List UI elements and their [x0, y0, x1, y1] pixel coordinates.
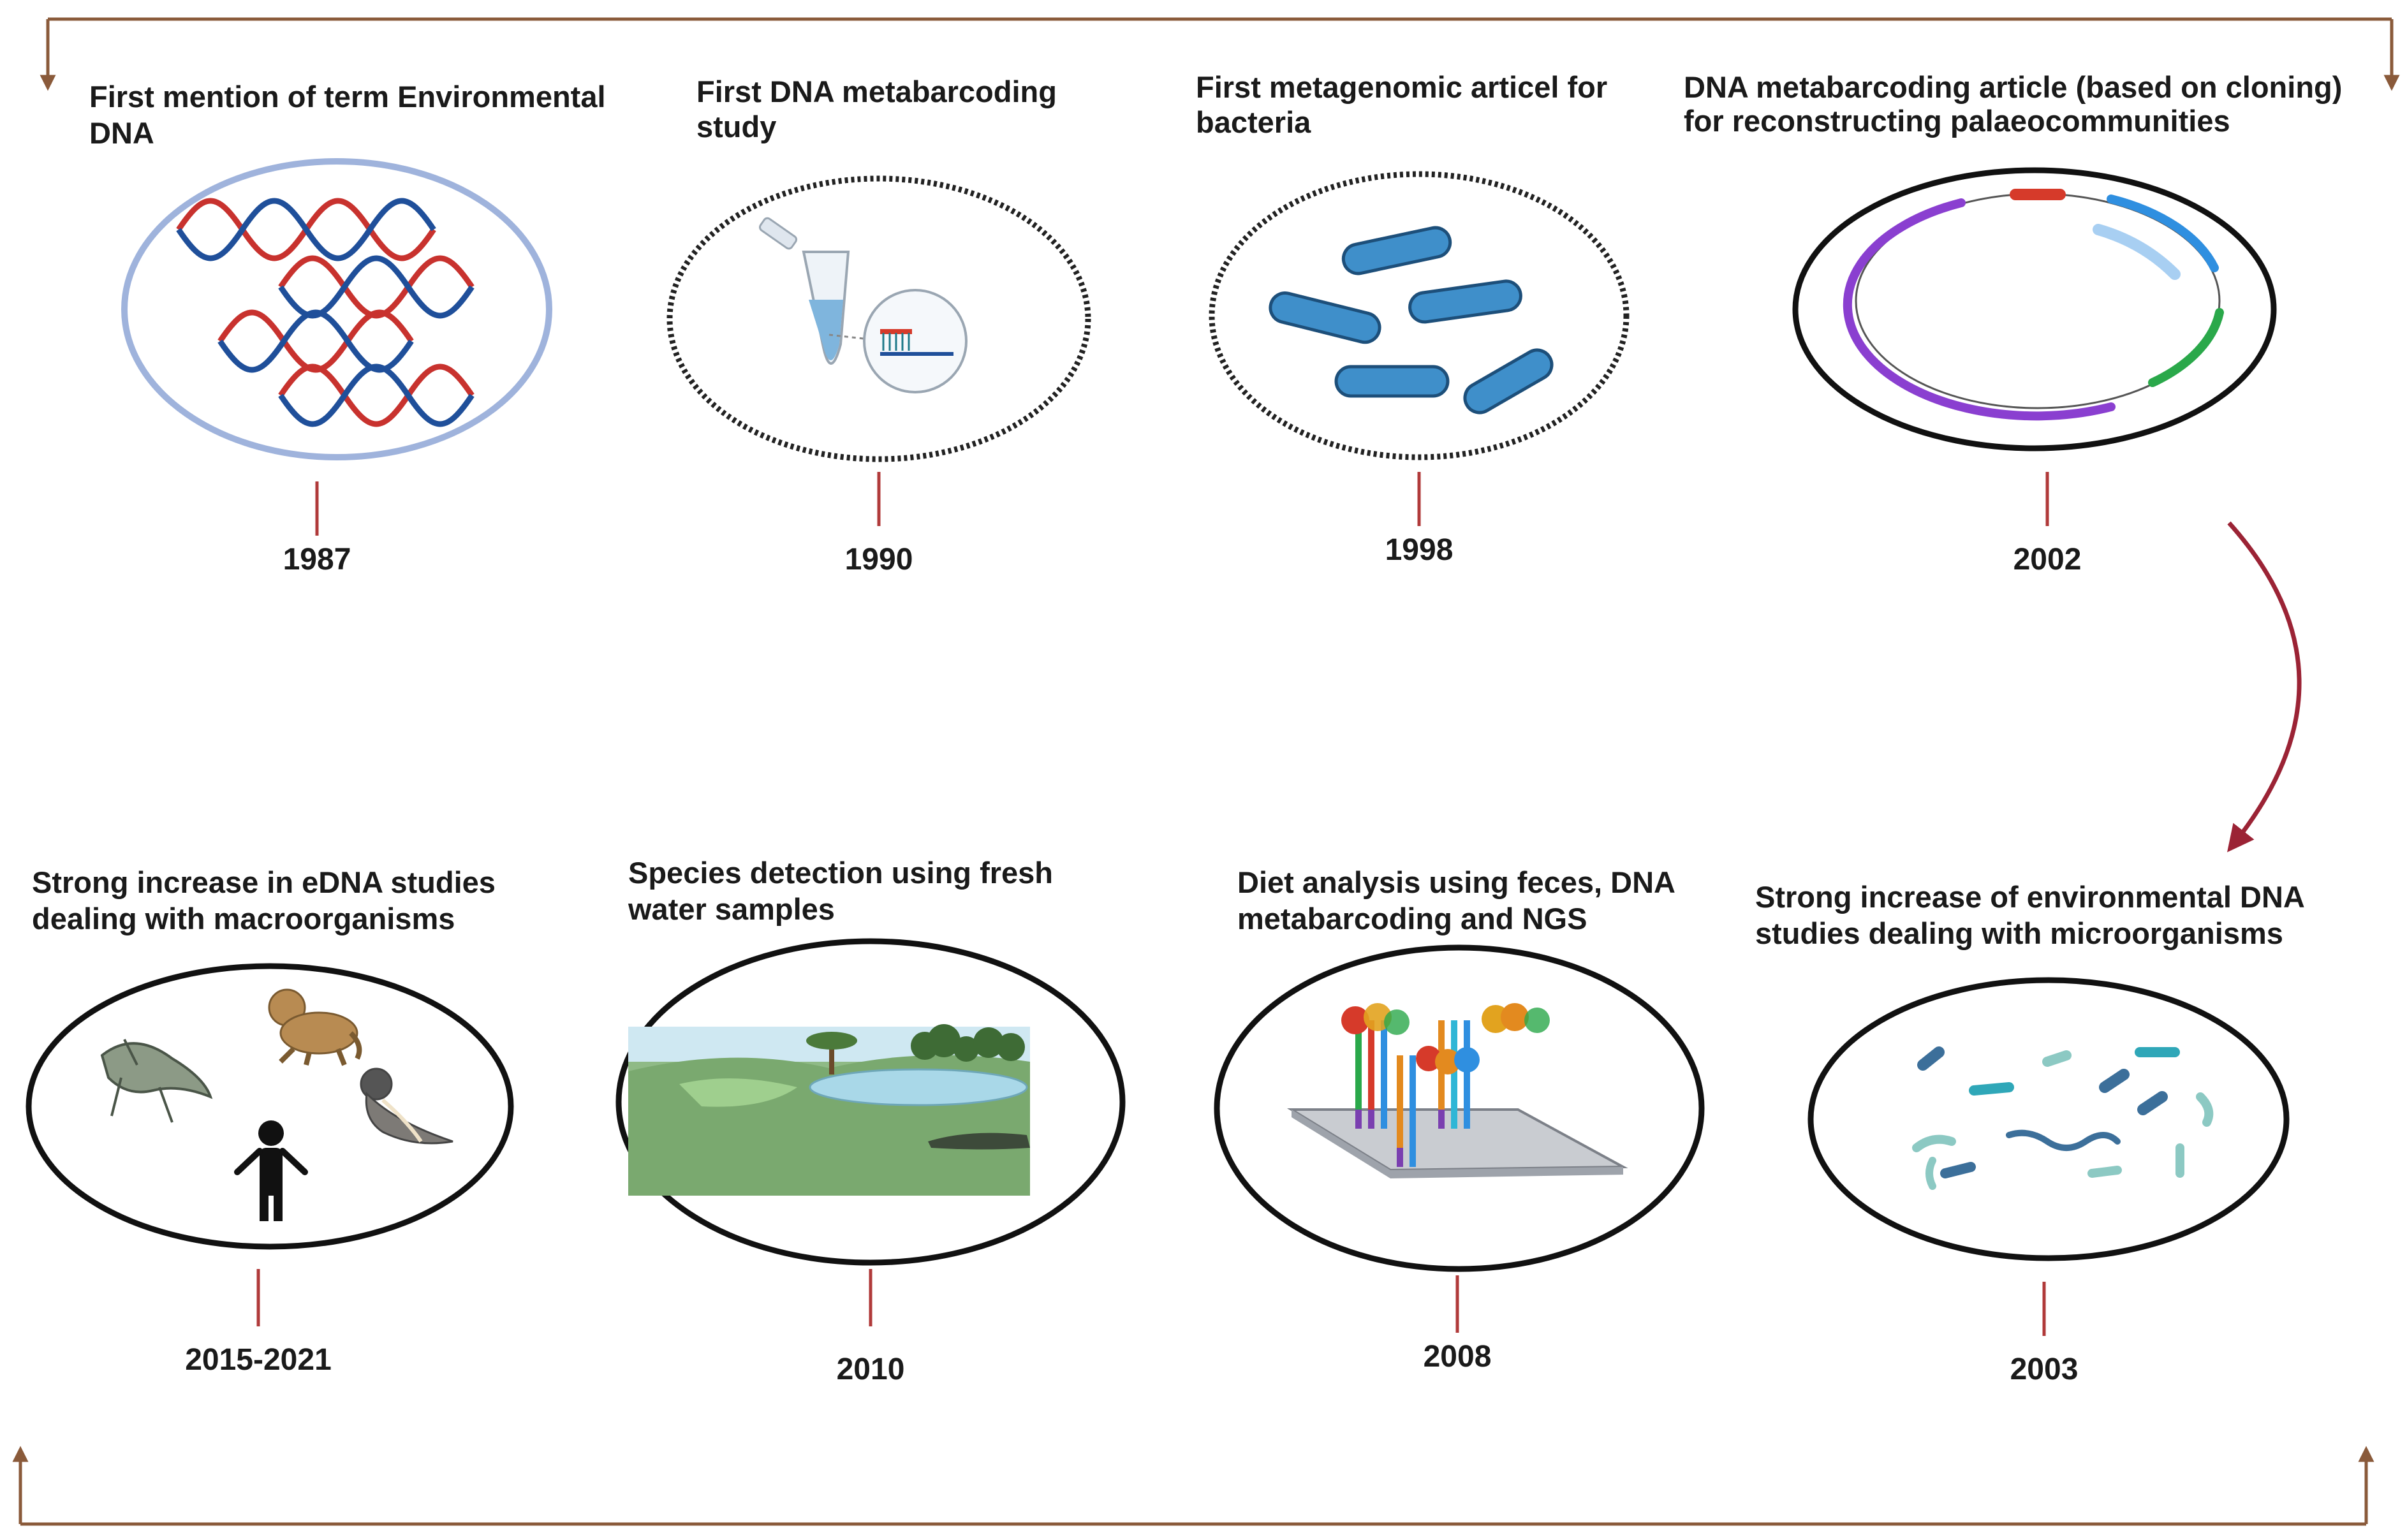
event-year: 1990 — [845, 543, 913, 576]
event-title-line: Strong increase of environmental DNA — [1755, 880, 2305, 914]
event-oval — [1807, 977, 2290, 1261]
event-title-line: First metagenomic articel for — [1196, 70, 1607, 104]
event-title-line: First DNA metabarcoding — [696, 75, 1057, 108]
plasmid-icon — [1843, 189, 2224, 421]
event-2002: DNA metabarcoding article (based on clon… — [1684, 70, 2342, 576]
pond — [809, 1068, 1028, 1106]
event-title-line: Species detection using fresh — [628, 856, 1053, 890]
event-year: 1987 — [283, 543, 351, 576]
event-oval — [1792, 167, 2277, 451]
timeline-frame — [12, 17, 2400, 1526]
event-year: 2010 — [837, 1353, 905, 1386]
event-year: 2003 — [2010, 1353, 2079, 1386]
macroorganisms-icon — [100, 988, 453, 1221]
event-year: 2002 — [2013, 543, 2082, 576]
svg-text:Diet analysis using feces, DNA: Diet analysis using feces, DNAmetabarcod… — [1237, 865, 1675, 935]
dna-double-helix-icon — [176, 198, 475, 427]
event-title-line: Strong increase in eDNA studies — [32, 865, 496, 899]
transition-arrow — [2227, 521, 2302, 853]
event-oval — [615, 938, 1126, 1266]
monkey-icon — [268, 988, 362, 1066]
event-title-line: First mention of term Environmental — [89, 80, 606, 114]
event-oval — [1214, 944, 1705, 1272]
lizard-icon — [100, 1039, 213, 1123]
bacteria-icon — [1269, 226, 1554, 414]
forest-icon — [911, 1024, 1025, 1062]
event-title-line: water samples — [628, 892, 835, 926]
event-title-line: dealing with macroorganisms — [32, 902, 455, 935]
tree-icon — [806, 1032, 857, 1074]
event-title-line: bacteria — [1196, 105, 1311, 139]
pcr-tube-icon — [758, 217, 968, 393]
event-title-line: for reconstructing palaeocommunities — [1684, 104, 2230, 138]
svg-text:DNA metabarcoding article (bas: DNA metabarcoding article (based on clon… — [1684, 70, 2342, 138]
svg-text:Strong increase of environment: Strong increase of environmental DNAstud… — [1755, 880, 2305, 950]
event-title-line: study — [696, 110, 776, 143]
nucleotide-c-icon — [1454, 1047, 1480, 1073]
event-oval — [121, 158, 552, 460]
event-title-line: Diet analysis using feces, DNA — [1237, 865, 1675, 899]
falcon-icon — [360, 1067, 453, 1145]
event-title-line: studies dealing with microorganisms — [1755, 916, 2283, 950]
event-year: 2015-2021 — [185, 1343, 332, 1377]
event-title-line: DNA metabarcoding article (based on clon… — [1684, 70, 2342, 104]
event-oval — [26, 963, 514, 1250]
nucleotide-a-icon — [1341, 1006, 1369, 1034]
microorganisms-icon — [1912, 1046, 2214, 1190]
event-title-line: metabarcoding and NGS — [1237, 902, 1587, 935]
event-year: 2008 — [1424, 1340, 1492, 1374]
event-title-line: DNA — [89, 116, 154, 150]
event-oval — [1209, 171, 1630, 460]
nucleotide-t-icon — [1384, 1009, 1410, 1035]
event-oval — [666, 175, 1091, 462]
magnified-dna-inset — [863, 289, 968, 393]
freshwater-landscape-icon — [628, 1024, 1030, 1196]
crocodile-icon — [928, 1133, 1030, 1150]
ngs-chip-icon — [1286, 1003, 1628, 1178]
person-icon — [234, 1120, 308, 1221]
event-year: 1998 — [1385, 533, 1454, 567]
